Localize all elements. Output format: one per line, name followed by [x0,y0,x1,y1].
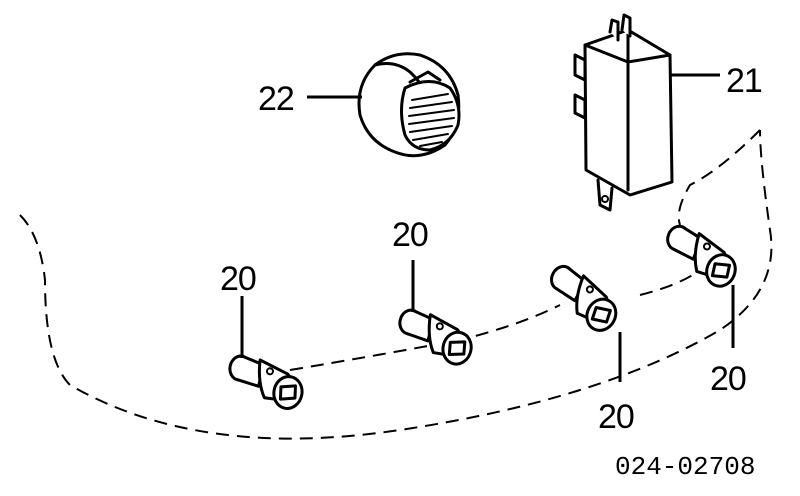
callout-sensor-4: 20 [710,360,746,398]
callout-control-module: 21 [726,62,762,100]
bumper-outline [19,129,773,440]
callout-sensor-3: 20 [598,398,634,436]
control-module-part [573,13,674,212]
callout-buzzer: 22 [258,80,294,118]
sensor-2 [391,306,479,369]
sensor-3 [537,261,628,337]
buzzer-grille [408,93,455,147]
buzzer-part [357,52,461,158]
callout-sensor-1: 20 [220,260,256,298]
sensor-1 [222,352,309,413]
drawing-number: 024-02708 [615,452,755,482]
callout-sensor-2: 20 [392,216,428,254]
sensor-4 [655,221,746,293]
